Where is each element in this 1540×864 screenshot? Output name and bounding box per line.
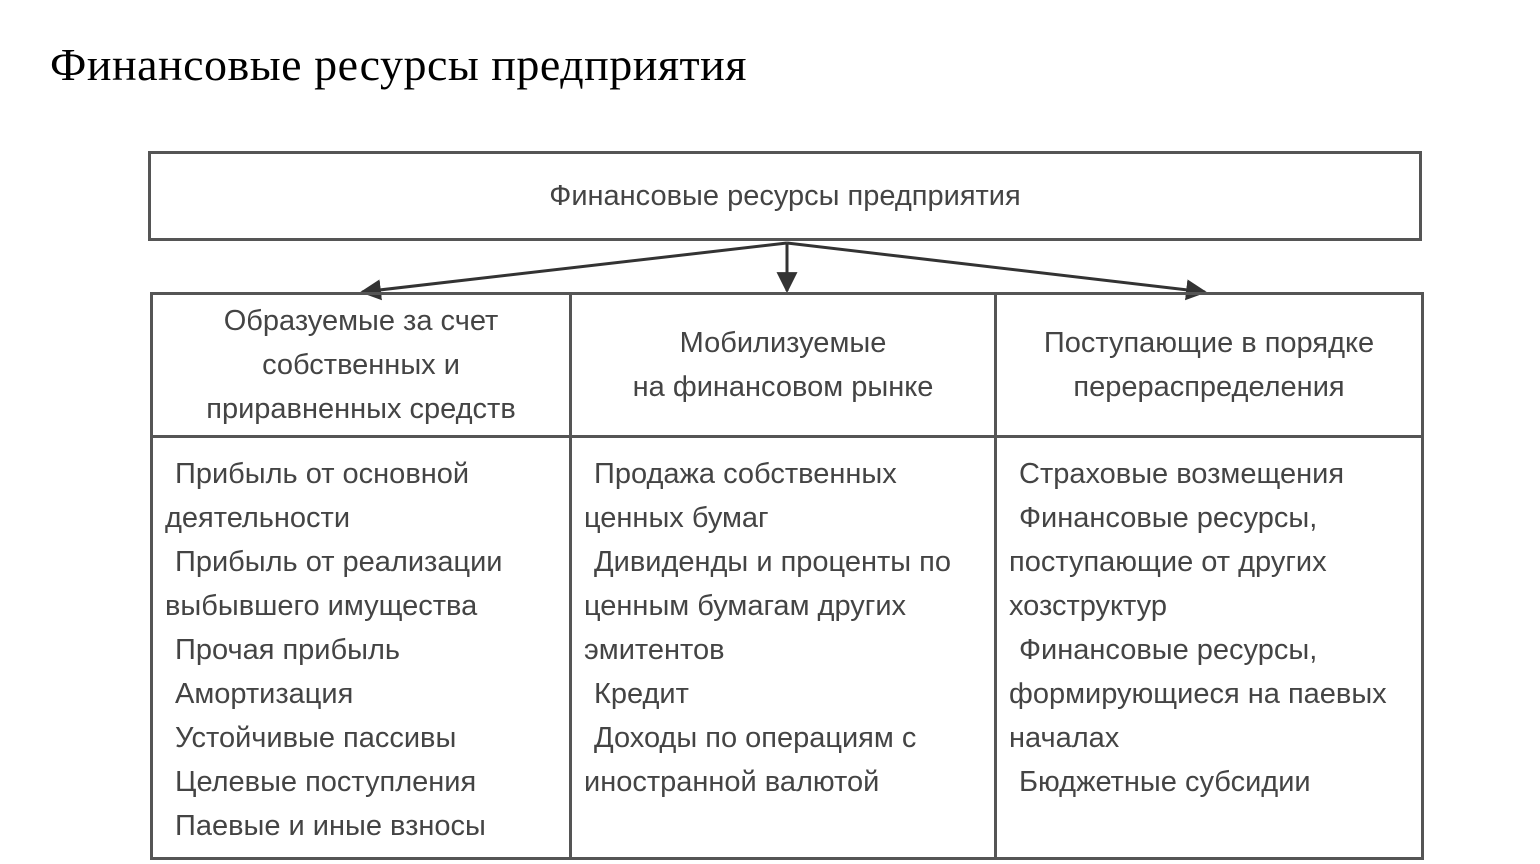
column-redistribution: Поступающие в порядке перераспределения С… [994,295,1421,857]
list-item-line: Паевые и иные взносы [175,810,486,842]
column-own-funds: Образуемые за счет собственных и приравнен… [153,295,569,857]
list-item-line: Амортизация [175,678,354,710]
list-item-line: хозструктур [1009,590,1167,622]
arrow-to-col-3 [786,241,1208,301]
column-header-line: перераспределения [1073,371,1345,403]
list-item: Паевые и иные взносы [165,804,559,848]
arrow-to-col-1 [359,241,788,301]
column-header-line: Образуемые за счет [223,305,499,337]
column-header-line: приравненных средств [206,393,516,425]
list-item-line: ценных бумаг [584,502,769,534]
list-item: Амортизация [165,672,559,716]
list-item-line: Доходы по операциям с [594,722,917,754]
root-node: Финансовые ресурсы предприятия [148,151,1422,241]
column-header: Мобилизуемые на финансовом рынке [572,295,994,438]
list-item: Бюджетные субсидии [1009,760,1411,804]
list-item: Продажа собственных ценных бумаг [584,452,984,540]
list-item-line: началах [1009,722,1120,754]
list-item: Целевые поступления [165,760,559,804]
list-item-line: Кредит [594,678,689,710]
column-header-line: на финансовом рынке [632,371,934,403]
column-header-line: Поступающие в порядке [1043,327,1375,359]
list-item-line: деятельности [165,502,351,534]
column-header: Образуемые за счет собственных и приравнен… [153,295,569,438]
list-item-line: поступающие от других [1009,546,1327,578]
root-node-label: Финансовые ресурсы предприятия [549,179,1021,212]
list-item-line: Прочая прибыль [175,634,400,666]
column-header-line: Мобилизуемые [679,327,887,359]
list-item: Финансовые ресурсы, поступающие от других… [1009,496,1411,628]
list-item-line: Финансовые ресурсы, [1019,634,1318,666]
list-item: Дивиденды и проценты по ценным бумагам др… [584,540,984,672]
list-item: Прочая прибыль [165,628,559,672]
list-item-line: иностранной валютой [584,766,880,798]
list-item-line: формирующиеся на паевых [1009,678,1387,710]
list-item: Страховые возмещения [1009,452,1411,496]
column-financial-market: Мобилизуемые на финансовом рынке Продажа … [569,295,994,857]
list-item: Устойчивые пассивы [165,716,559,760]
list-item-line: Продажа собственных [594,458,897,490]
column-header: Поступающие в порядке перераспределения [997,295,1421,438]
list-item-line: эмитентов [584,634,725,666]
list-item: Финансовые ресурсы, формирующиеся на паев… [1009,628,1411,760]
list-item-line: Страховые возмещения [1019,458,1345,490]
list-item: Прибыль от основной деятельности [165,452,559,540]
list-item-line: Дивиденды и проценты по [594,546,951,578]
list-item: Доходы по операциям с иностранной валютой [584,716,984,804]
list-item-line: Бюджетные субсидии [1019,766,1311,798]
list-item-line: Прибыль от основной [175,458,470,490]
list-item-line: выбывшего имущества [165,590,478,622]
column-header-line: собственных и [262,349,460,381]
columns-table: Образуемые за счет собственных и приравнен… [150,292,1424,860]
list-item-line: Устойчивые пассивы [175,722,457,754]
list-item: Кредит [584,672,984,716]
list-item-line: Целевые поступления [175,766,477,798]
slide-title: Финансовые ресурсы предприятия [50,39,747,90]
list-item: Прибыль от реализации выбывшего имущества [165,540,559,628]
list-item-line: Прибыль от реализации [175,546,503,578]
list-item-line: ценным бумагам других [584,590,907,622]
list-item-line: Финансовые ресурсы, [1019,502,1318,534]
